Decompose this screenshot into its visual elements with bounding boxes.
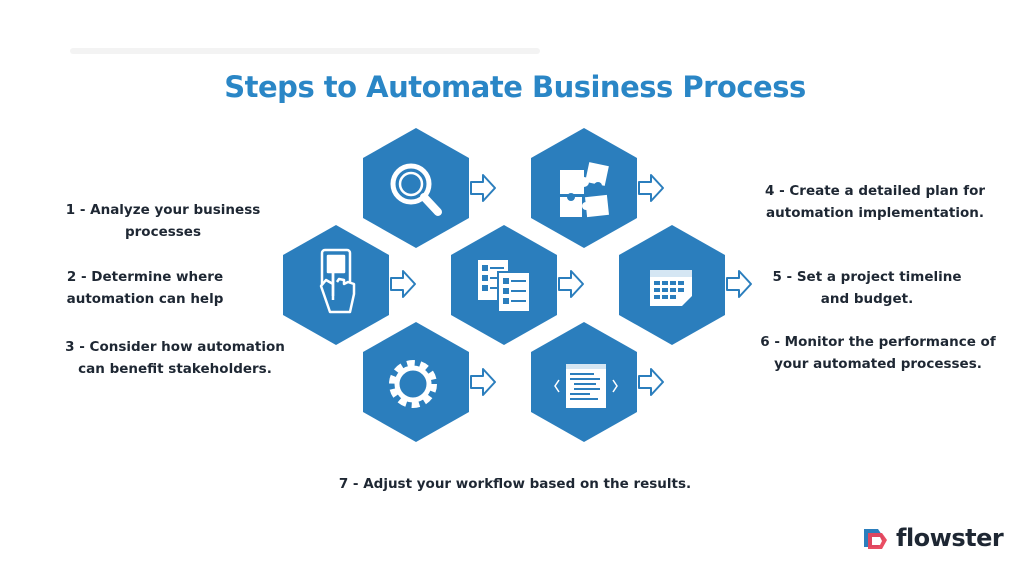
hexagon-documents	[451, 225, 584, 345]
hand-tap-icon	[319, 248, 356, 314]
step-7: 7 - Adjust your workflow based on the re…	[338, 476, 692, 492]
hexagon-gear	[363, 322, 496, 442]
step-6: 6 - Monitor the performance of your auto…	[760, 334, 996, 372]
step-5: 5 - Set a project timeline and budget.	[772, 269, 962, 307]
step-2: 2 - Determine where automation can help	[66, 269, 224, 307]
gear-icon	[389, 360, 437, 408]
brand-name: flowster	[896, 524, 1004, 552]
step-1: 1 - Analyze your business processes	[65, 202, 261, 240]
step-4: 4 - Create a detailed plan for automatio…	[764, 183, 986, 221]
code-window-icon	[554, 364, 618, 408]
step-3: 3 - Consider how automation can benefit …	[65, 339, 285, 377]
puzzle-icon	[560, 162, 609, 218]
hexagon-calendar	[619, 225, 752, 345]
hexagon-magnifier	[363, 128, 496, 248]
magnifier-icon	[390, 163, 442, 216]
hexagon-puzzle	[531, 128, 664, 248]
page-title: Steps to Automate Business Process	[224, 70, 806, 104]
hexagon-code-window	[531, 322, 664, 442]
flowster-logo-icon	[864, 529, 887, 549]
calendar-icon	[650, 270, 692, 306]
documents-icon	[478, 260, 531, 313]
brand-logo: flowster	[860, 520, 1004, 556]
faint-background-line	[70, 48, 540, 54]
hexagon-hand-tap	[283, 225, 416, 345]
